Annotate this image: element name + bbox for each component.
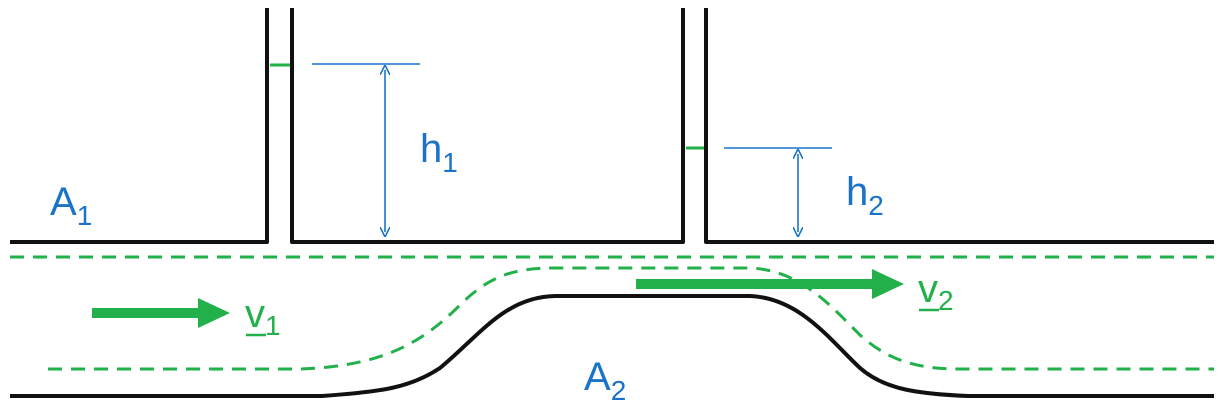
- svg-text:v2: v2: [918, 267, 954, 316]
- velocity-1-label: v1: [245, 292, 281, 341]
- standpipe-2-right-wall: [704, 8, 1214, 244]
- lower-streamline: [48, 266, 1214, 371]
- velocity-1-arrow-icon: [92, 298, 230, 328]
- area-throat-label: A2: [584, 355, 626, 402]
- velocity-2-arrow-icon: [636, 269, 904, 299]
- velocity-2-label: v2: [918, 267, 954, 316]
- bottom-pipe-wall: [10, 294, 1214, 398]
- height-1-label: h1: [420, 127, 458, 178]
- area-inlet-label: A1: [50, 180, 92, 231]
- top-pipe-wall: [10, 8, 269, 244]
- standpipe-1-right-wall: [290, 8, 685, 244]
- svg-text:v1: v1: [245, 292, 281, 341]
- height-2-label: h2: [846, 170, 884, 221]
